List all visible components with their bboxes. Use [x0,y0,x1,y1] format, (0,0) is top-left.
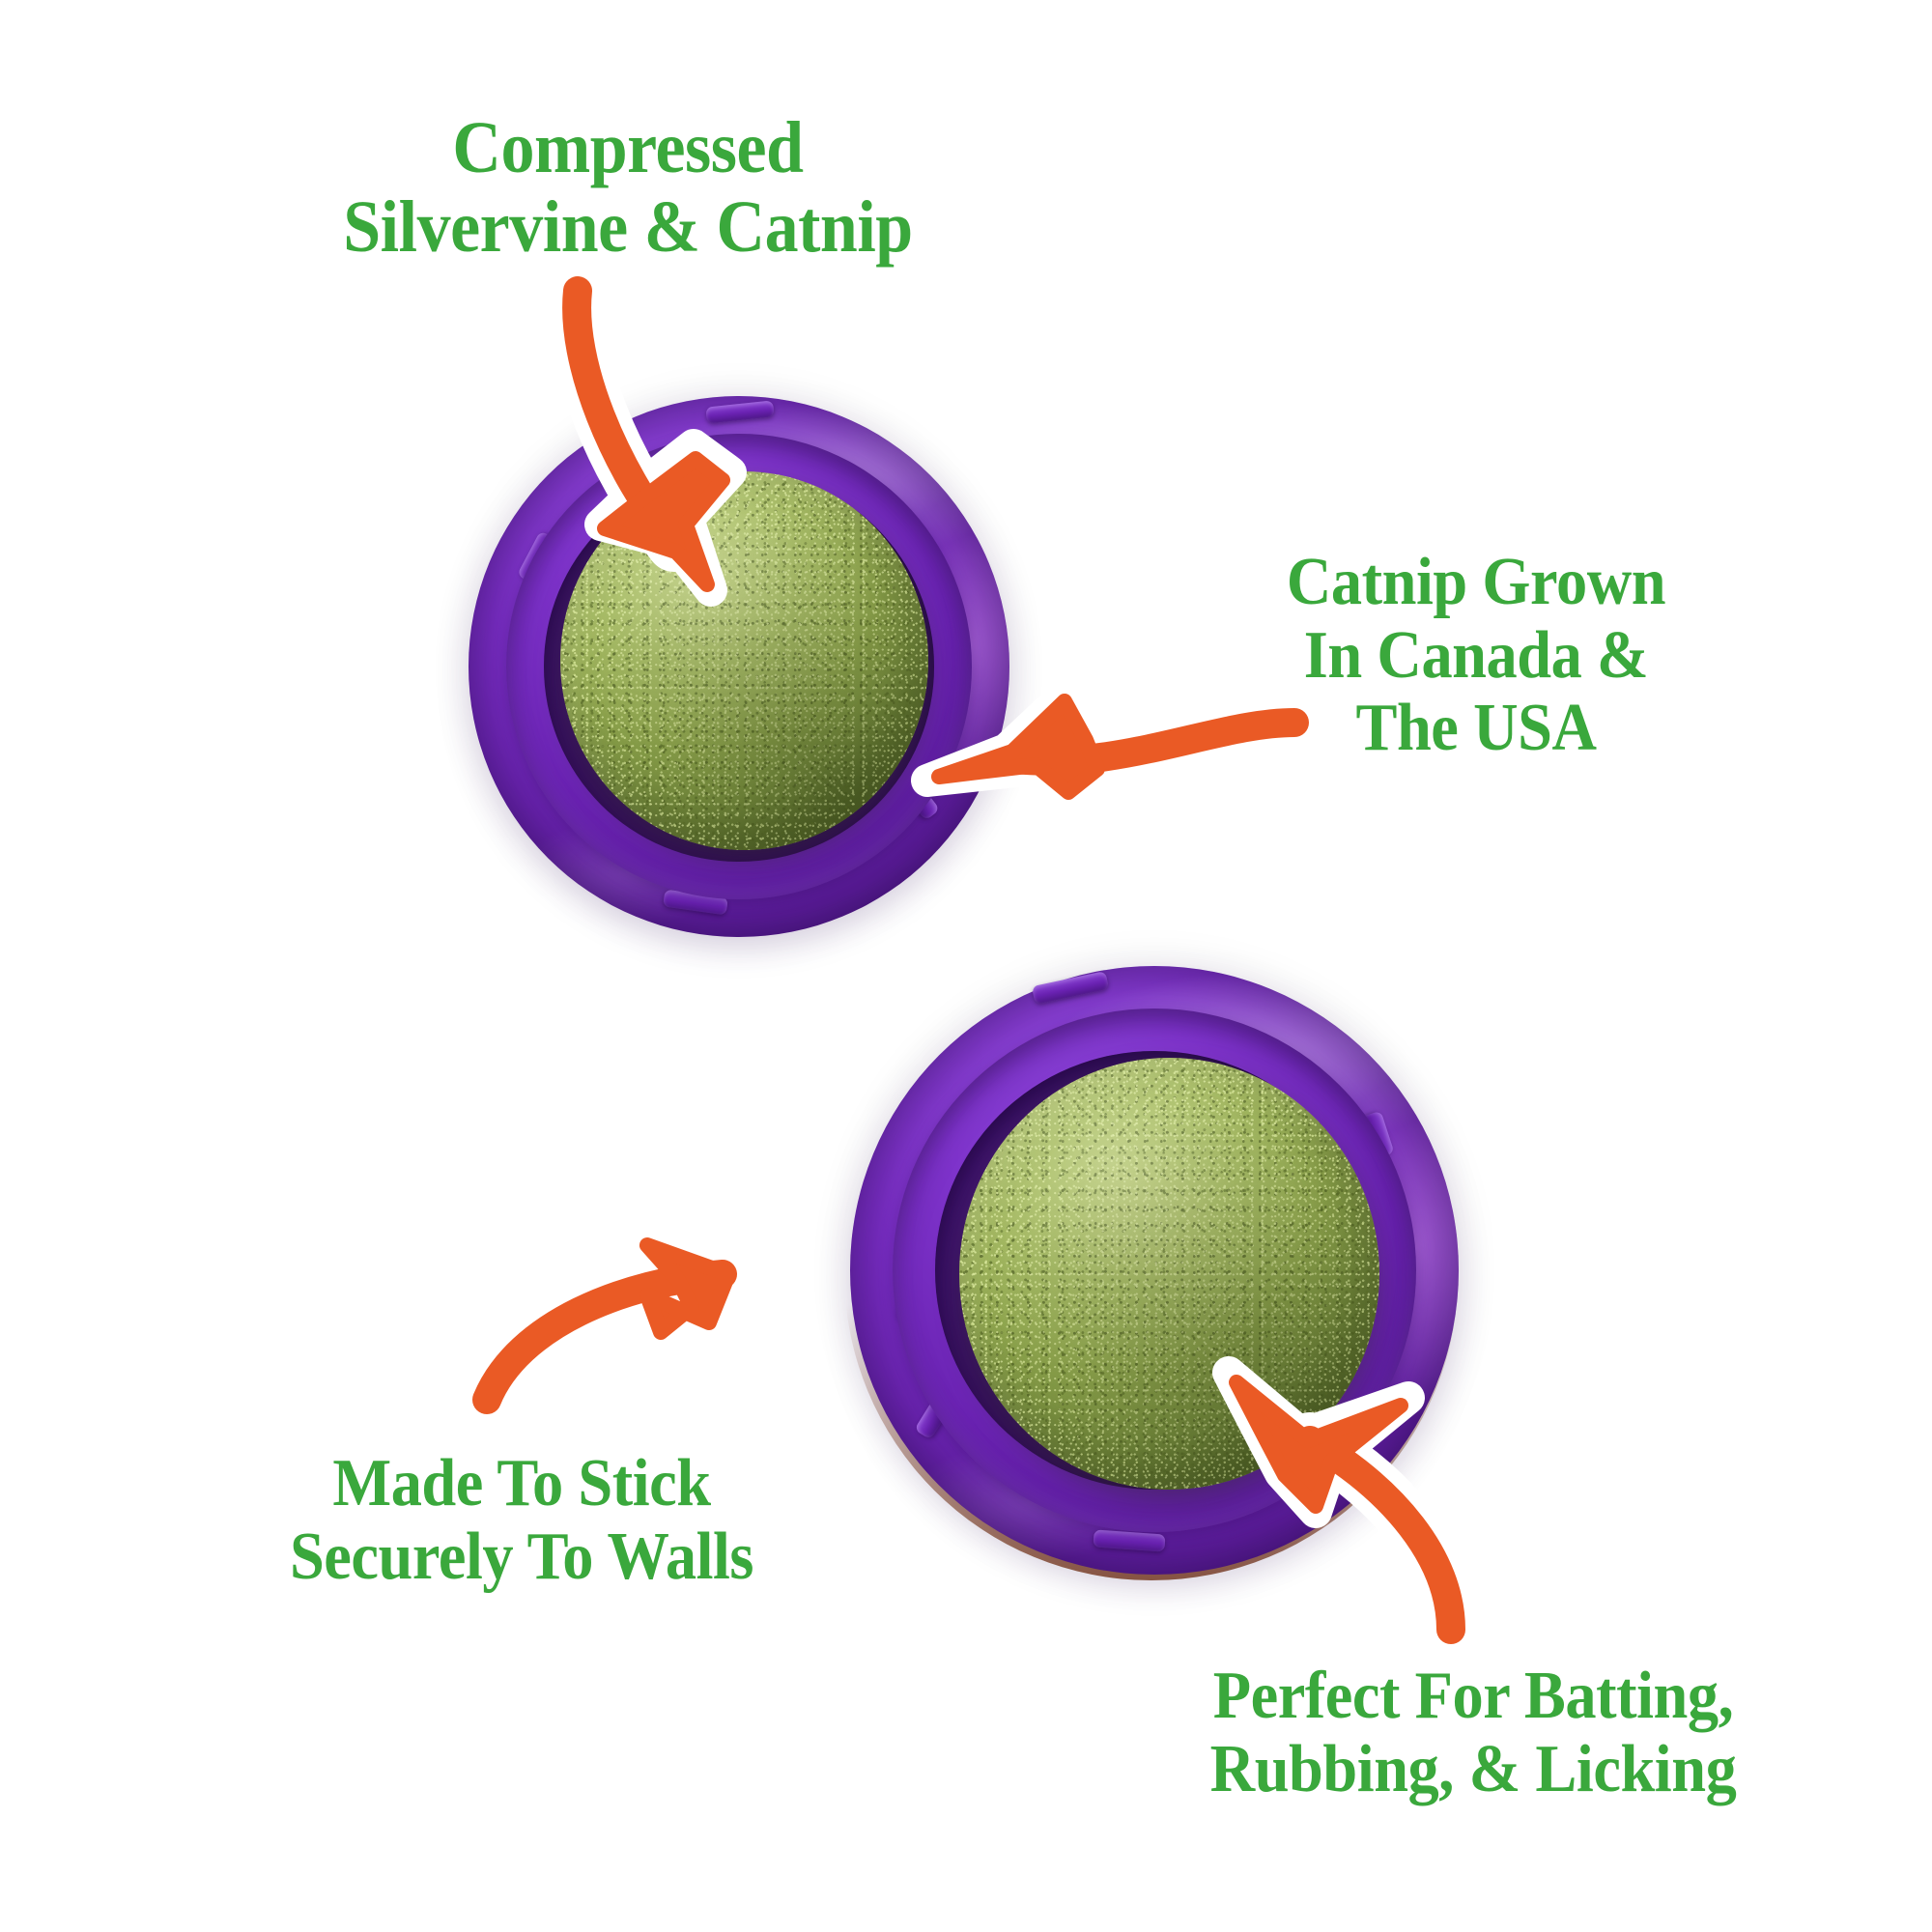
arrow-to-wall-mount-icon [454,1223,840,1454]
compressed-catnip-ball [560,471,928,851]
callout-catnip-grown-in-canada-and-usa: Catnip Grown In Canada & The USA [1286,545,1666,766]
catnip-shading [959,1057,1380,1490]
catnip-shading [560,471,928,851]
callout-made-to-stick-securely-to-walls: Made To Stick Securely To Walls [289,1446,754,1594]
compressed-catnip-ball [959,1057,1380,1490]
product-image-top [446,374,1032,959]
callout-perfect-for-batting-rubbing-licking: Perfect For Batting, Rubbing, & Licking [1209,1659,1737,1806]
callout-compressed-silvervine-catnip: Compressed Silvervine & Catnip [343,107,913,269]
product-image-bottom [825,941,1484,1600]
